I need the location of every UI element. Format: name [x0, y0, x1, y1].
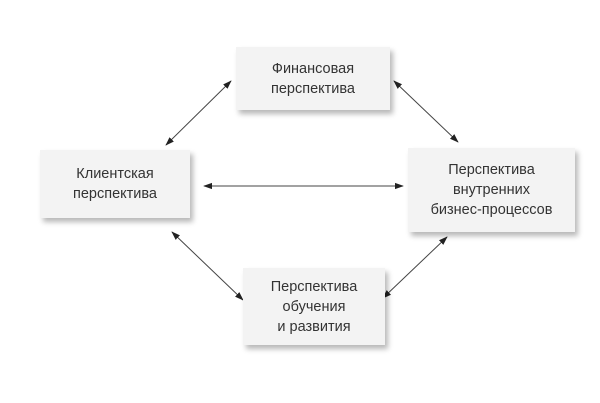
node-financial-perspective: Финансовая перспектива	[236, 47, 390, 110]
node-label-line: перспектива	[73, 186, 157, 202]
node-learning-growth-perspective: Перспектива обучения и развития	[243, 268, 385, 345]
node-label-line: Клиентская	[76, 166, 154, 182]
node-label-line: обучения	[282, 298, 346, 315]
arrow-customer-learning	[171, 231, 244, 301]
arrow-customer-financial	[165, 80, 232, 146]
node-internal-process-perspective: Перспектива внутренних бизнес-процессов	[408, 148, 575, 232]
arrow-financial-internal	[393, 80, 459, 143]
node-label-line: бизнес-процессов	[430, 202, 553, 218]
node-customer-perspective: Клиентская перспектива	[40, 150, 190, 218]
node-label-line: и развития	[277, 318, 351, 335]
node-label-line: перспектива	[271, 80, 355, 97]
node-label-line: внутренних	[452, 182, 531, 198]
node-label-line: Финансовая	[271, 60, 355, 77]
node-label-line: Перспектива	[270, 278, 358, 295]
arrow-learning-internal	[382, 236, 448, 299]
node-label-line: Перспектива	[448, 162, 535, 178]
